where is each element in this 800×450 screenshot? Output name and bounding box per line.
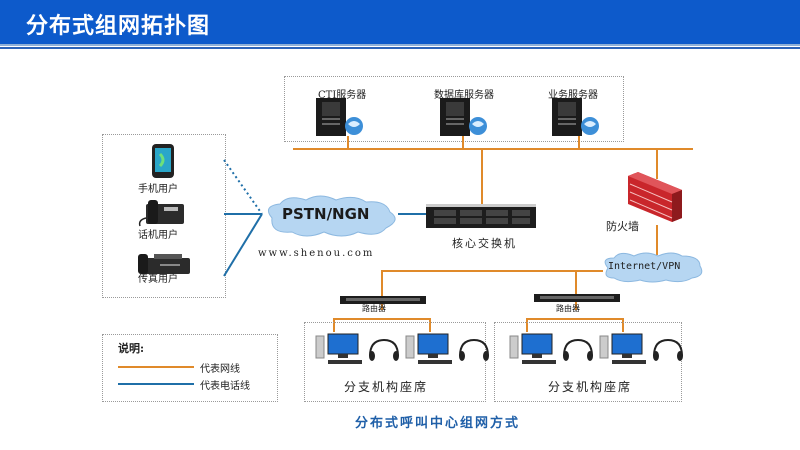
- user-label: 话机用户: [138, 230, 178, 241]
- network-line: [656, 149, 658, 179]
- firewall-label: 防火墙: [606, 220, 639, 233]
- network-line: [481, 149, 483, 204]
- branch-box: [494, 322, 682, 402]
- user-label: 传真用户: [138, 274, 178, 285]
- legend-network-swatch: [118, 366, 194, 368]
- workstation-icon: [315, 333, 399, 364]
- core-switch-label: 核心交换机: [452, 237, 517, 250]
- branch-label: 分支机构座席: [344, 380, 429, 394]
- network-line: [656, 225, 658, 255]
- network-line: [526, 318, 624, 320]
- desk-phone-icon: [138, 200, 184, 227]
- server-label: 业务服务器: [548, 90, 598, 101]
- pstn-cloud-icon: [267, 195, 396, 237]
- pstn-label: PSTN/NGN: [282, 205, 370, 223]
- network-line: [429, 318, 431, 332]
- user-label: 手机用户: [138, 184, 178, 195]
- internet-label: Internet/VPN: [608, 261, 681, 272]
- server-icon: [440, 98, 487, 136]
- workstation-icon: [599, 333, 683, 364]
- router-icon: [534, 294, 620, 302]
- network-line: [578, 136, 580, 149]
- firewall-icon: [628, 172, 682, 222]
- network-line: [575, 270, 577, 310]
- network-line: [381, 270, 603, 272]
- router-label: 路由器: [556, 304, 580, 313]
- headset-icon: [563, 338, 593, 361]
- network-line: [622, 318, 624, 332]
- legend-phone-label: 代表电话线: [200, 381, 250, 392]
- fax-machine-icon: [138, 254, 190, 274]
- network-line: [381, 270, 383, 310]
- server-icon: [552, 98, 599, 136]
- router-icon: [340, 296, 426, 304]
- user-group-box: [102, 134, 226, 298]
- page-title: 分布式组网拓扑图: [26, 14, 211, 39]
- website-label: www.shenou.com: [258, 248, 375, 259]
- workstation-icon: [405, 333, 489, 364]
- network-line: [462, 136, 464, 149]
- server-icon: [316, 98, 363, 136]
- headset-icon: [459, 338, 489, 361]
- branch-label: 分支机构座席: [548, 380, 633, 394]
- branch-box: [304, 322, 486, 402]
- legend-title: 说明:: [118, 342, 145, 355]
- network-line: [333, 318, 431, 320]
- phone-line: [223, 213, 263, 277]
- phone-line: [223, 159, 263, 215]
- mobile-phone-icon: [152, 144, 174, 178]
- network-line: [347, 136, 349, 149]
- router-label: 路由器: [362, 304, 386, 313]
- network-line: [333, 318, 335, 332]
- legend-phone-swatch: [118, 383, 194, 385]
- network-line: [526, 318, 528, 332]
- server-label: CTI服务器: [318, 90, 367, 101]
- diagram-caption: 分布式呼叫中心组网方式: [355, 416, 521, 431]
- server-label: 数据库服务器: [434, 90, 494, 101]
- header-bar: 分布式组网拓扑图: [0, 0, 800, 44]
- headset-icon: [653, 338, 683, 361]
- core-switch-icon: [426, 204, 536, 228]
- internet-cloud-icon: [604, 252, 703, 283]
- header-divider: [0, 44, 800, 46]
- workstation-icon: [509, 333, 593, 364]
- server-group-box: [284, 76, 624, 142]
- legend-box: [102, 334, 278, 402]
- legend-network-label: 代表网线: [200, 364, 240, 375]
- network-line: [293, 148, 693, 150]
- headset-icon: [369, 338, 399, 361]
- header-divider: [0, 47, 800, 49]
